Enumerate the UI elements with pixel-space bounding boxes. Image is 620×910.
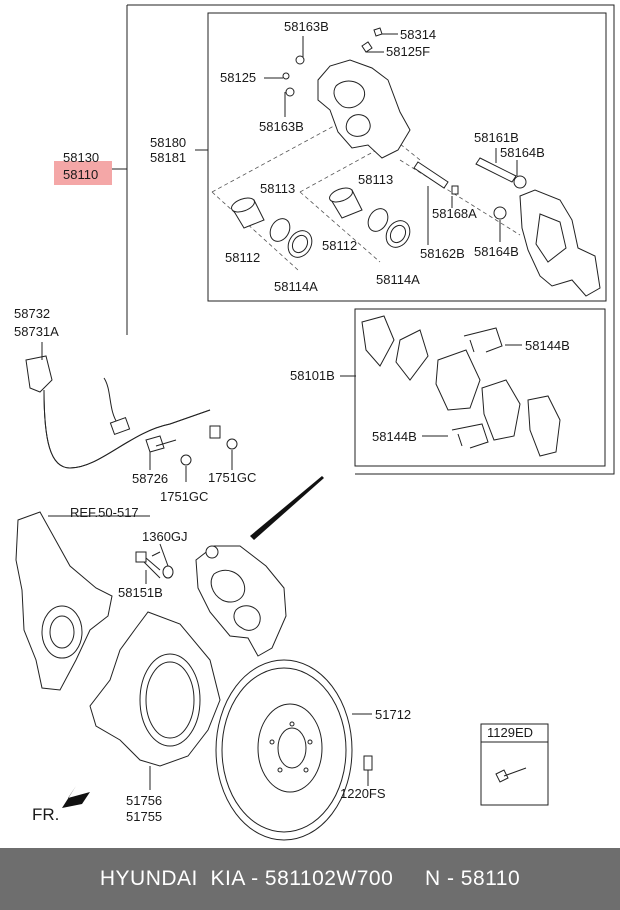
label-58168A: 58168A xyxy=(432,206,477,221)
caliper-assembly xyxy=(195,545,287,657)
label-58125: 58125 xyxy=(220,70,256,85)
seal-58113-left xyxy=(269,218,291,242)
label-1220FS: 1220FS xyxy=(340,786,386,801)
label-58164B-bottom: 58164B xyxy=(474,244,519,259)
caliper-housing xyxy=(317,59,411,159)
label-58114A-right: 58114A xyxy=(376,272,420,287)
pad-spring-bottom xyxy=(451,423,489,449)
label-58151B: 58151B xyxy=(118,585,163,600)
label-58144B-bottom: 58144B xyxy=(372,429,417,444)
label-1751GC-left: 1751GC xyxy=(160,489,208,504)
label-58731A: 58731A xyxy=(14,324,59,339)
label-58181: 58181 xyxy=(150,150,186,165)
label-51712: 51712 xyxy=(375,707,411,722)
pad-spring-top xyxy=(463,327,503,353)
pad-shim-1 xyxy=(361,315,395,367)
label-58110: 58110 xyxy=(63,167,98,182)
label-58162B: 58162B xyxy=(420,246,465,261)
label-51756: 51756 xyxy=(126,793,162,808)
label-58161B: 58161B xyxy=(474,130,519,145)
label-51755: 51755 xyxy=(126,809,162,824)
steering-knuckle xyxy=(15,511,113,691)
label-58163B-top: 58163B xyxy=(284,19,329,34)
label-58732: 58732 xyxy=(14,306,50,321)
label-58125F: 58125F xyxy=(386,44,430,59)
label-1751GC-right: 1751GC xyxy=(208,470,256,485)
label-front: FR. xyxy=(32,805,59,824)
label-58113-right: 58113 xyxy=(358,172,393,187)
label-58164B-top: 58164B xyxy=(500,145,545,160)
label-58180: 58180 xyxy=(150,135,186,150)
label-58112-left: 58112 xyxy=(225,250,260,265)
label-58112-right: 58112 xyxy=(322,238,357,253)
label-58163B-mid: 58163B xyxy=(259,119,304,134)
caliper-kit-frame xyxy=(207,12,607,302)
label-58101B: 58101B xyxy=(290,368,335,383)
dust-shield xyxy=(89,611,221,767)
front-direction-arrow xyxy=(62,786,90,808)
label-58130: 58130 xyxy=(63,150,99,165)
seal-58113-right xyxy=(367,208,389,232)
brake-assembly-diagram: .ln { stroke: #222; stroke-width: 1; fil… xyxy=(14,4,615,841)
label-58114A-left: 58114A xyxy=(274,279,318,294)
brake-disc xyxy=(215,659,353,841)
bolt-1129ED-icon xyxy=(495,769,509,783)
outer-group-frame xyxy=(127,4,615,475)
brake-pad-2 xyxy=(481,379,521,441)
bolt-1129ED-box xyxy=(480,723,549,806)
footer-text: HYUNDAI KIA - 581102W700 N - 58110 xyxy=(99,867,521,890)
label-58314: 58314 xyxy=(400,27,436,42)
brake-pad-1 xyxy=(435,349,481,411)
label-58726: 58726 xyxy=(132,471,168,486)
label-1360GJ: 1360GJ xyxy=(142,529,188,544)
label-58144B-top: 58144B xyxy=(525,338,570,353)
label-ref-50-517: REF.50-517 xyxy=(70,505,139,520)
caliper-bracket xyxy=(519,189,601,297)
pad-kit-frame xyxy=(354,308,606,467)
part-number-footer: HYUNDAI KIA - 581102W700 N - 58110 xyxy=(0,848,620,910)
label-1129ED: 1129ED xyxy=(487,725,533,740)
label-58113-left: 58113 xyxy=(260,181,295,196)
highlight-box xyxy=(54,161,112,185)
